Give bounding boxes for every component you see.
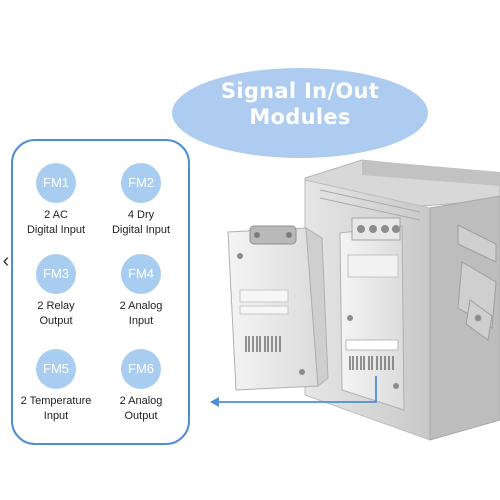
- module-fm1: FM1 2 AC Digital Input: [13, 163, 99, 238]
- module-label: 2 AC Digital Input: [26, 209, 86, 236]
- module-badge: FM6: [121, 349, 161, 389]
- module-list-panel: FM1 2 AC Digital Input FM2 4 Dry Digital…: [11, 139, 190, 445]
- module-fm5: FM5 2 Temperature Input: [13, 349, 99, 424]
- module-badge: FM4: [121, 254, 161, 294]
- module-badge: FM2: [121, 163, 161, 203]
- pointer-arrow: [210, 376, 377, 407]
- module-badge: FM5: [36, 349, 76, 389]
- module-label: 2 Temperature Input: [20, 395, 92, 422]
- module-badge: FM3: [36, 254, 76, 294]
- mounting-bracket: [457, 224, 497, 341]
- module-label: 2 Analog Output: [119, 395, 163, 422]
- module-fm6: FM6 2 Analog Output: [98, 349, 184, 424]
- installed-module: [339, 217, 405, 411]
- module-fm4: FM4 2 Analog Input: [98, 254, 184, 329]
- prev-arrow-icon[interactable]: ‹: [2, 250, 10, 272]
- page-title: Signal In/Out Modules: [172, 78, 428, 130]
- title-banner: [172, 68, 428, 158]
- module-label: 2 Relay Output: [37, 300, 75, 327]
- module-badge: FM1: [36, 163, 76, 203]
- module-fm2: FM2 4 Dry Digital Input: [98, 163, 184, 238]
- module-label: 2 Analog Input: [119, 300, 163, 327]
- module-fm3: FM3 2 Relay Output: [13, 254, 99, 329]
- title-line-1: Signal In/Out: [220, 79, 380, 103]
- loose-module: [227, 225, 329, 391]
- module-label: 4 Dry Digital Input: [111, 209, 171, 236]
- title-line-2: Modules: [249, 105, 351, 129]
